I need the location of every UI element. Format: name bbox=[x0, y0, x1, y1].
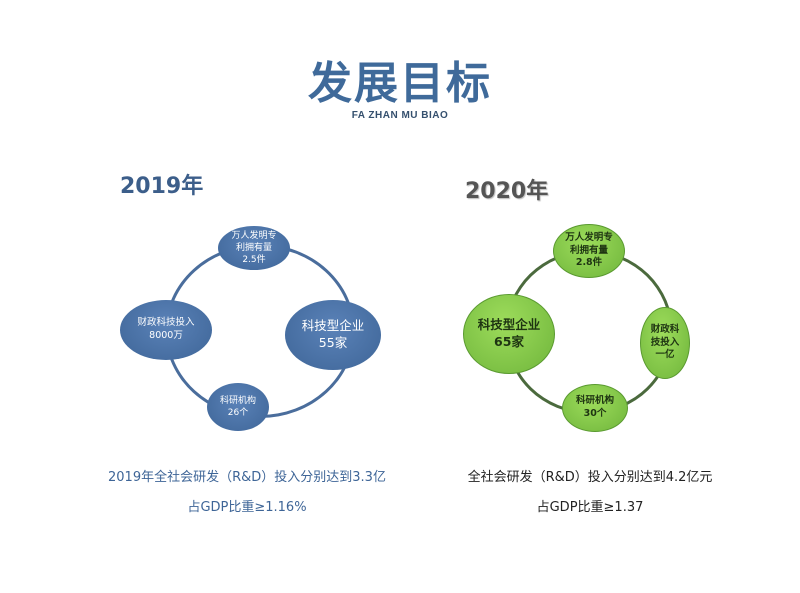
node-fiscal-investment-2019: 财政科技投入 8000万 bbox=[120, 300, 212, 360]
node-text: 财政科 bbox=[650, 323, 680, 335]
node-invention-patents-2019: 万人发明专 利拥有量 2.5件 bbox=[218, 226, 290, 270]
node-text: 科技型企业 bbox=[477, 317, 541, 333]
node-value: 55家 bbox=[318, 335, 348, 350]
caption-2019-line2: 占GDP比重≥1.16% bbox=[187, 500, 307, 515]
node-text: 利拥有量 bbox=[569, 244, 608, 256]
node-value: 2.8件 bbox=[575, 257, 603, 269]
node-text: 科研机构 bbox=[575, 395, 614, 407]
node-research-institutes-2019: 科研机构 26个 bbox=[207, 383, 269, 431]
node-value: 30个 bbox=[583, 408, 607, 419]
caption-2020-line2: 占GDP比重≥1.37 bbox=[536, 500, 644, 515]
node-research-institutes-2020: 科研机构 30个 bbox=[562, 384, 628, 432]
node-value: 65家 bbox=[494, 334, 524, 349]
node-text: 科研机构 bbox=[219, 395, 256, 406]
node-invention-patents-2020: 万人发明专 利拥有量 2.8件 bbox=[553, 224, 625, 278]
year-label-2020: 2020年 bbox=[465, 179, 549, 204]
caption-2020-line1: 全社会研发（R&D）投入分别达到4.2亿元 bbox=[467, 470, 713, 485]
node-tech-enterprises-2020: 科技型企业 65家 bbox=[463, 294, 555, 374]
node-text: 万人发明专 bbox=[565, 231, 613, 243]
node-value: 一亿 bbox=[655, 349, 675, 361]
node-value: 26个 bbox=[227, 408, 249, 418]
node-text: 技投入 bbox=[650, 336, 680, 348]
page-title: 发展目标 bbox=[308, 58, 492, 109]
node-value: 2.5件 bbox=[242, 255, 266, 266]
node-text: 科技型企业 bbox=[301, 318, 365, 334]
node-tech-enterprises-2019: 科技型企业 55家 bbox=[285, 300, 381, 370]
node-text: 利拥有量 bbox=[235, 242, 272, 253]
caption-2019-line1: 2019年全社会研发（R&D）投入分别达到3.3亿 bbox=[108, 470, 386, 485]
page-subtitle: FA ZHAN MU BIAO bbox=[351, 110, 449, 121]
node-fiscal-investment-2020: 财政科 技投入 一亿 bbox=[640, 307, 690, 379]
node-text: 万人发明专 bbox=[231, 230, 277, 241]
node-text: 财政科技投入 bbox=[137, 317, 195, 329]
node-value: 8000万 bbox=[149, 330, 183, 341]
year-label-2019: 2019年 bbox=[120, 174, 204, 199]
